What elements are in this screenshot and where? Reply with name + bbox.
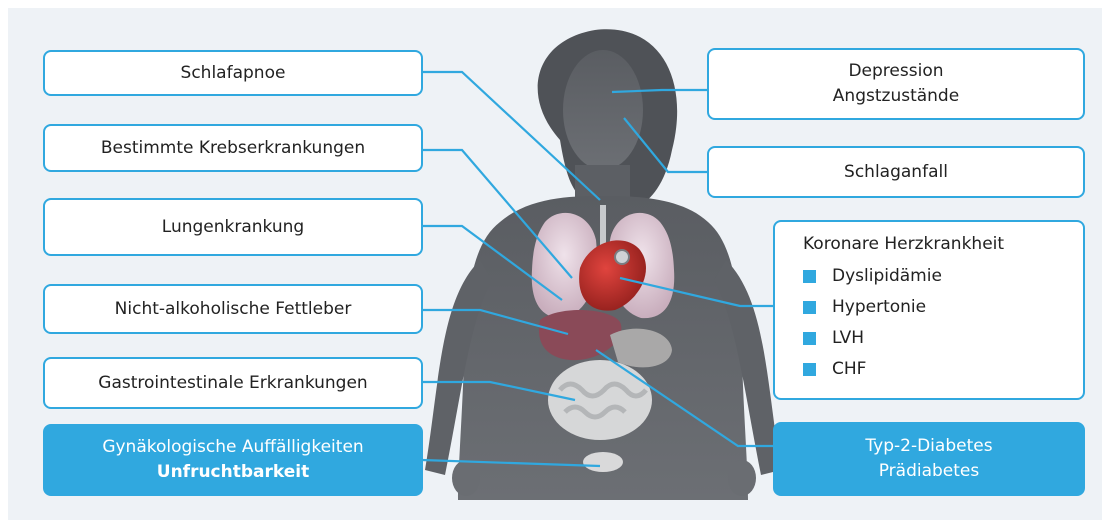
label-line2: Prädiabetes bbox=[879, 459, 980, 484]
item-text: Dyslipidämie bbox=[832, 264, 942, 289]
list-item: Dyslipidämie bbox=[803, 261, 1004, 292]
label-gynaekologisch: Gynäkologische Auffälligkeiten Unfruchtb… bbox=[43, 424, 423, 496]
list-item: CHF bbox=[803, 354, 1004, 385]
label-lungenkrankung: Lungenkrankung bbox=[43, 198, 423, 256]
label-schlaganfall: Schlaganfall bbox=[707, 146, 1085, 198]
label-diabetes: Typ-2-Diabetes Prädiabetes bbox=[773, 422, 1085, 496]
label-line2: Angstzustände bbox=[833, 84, 959, 109]
bullet-square-icon bbox=[803, 301, 816, 314]
label-text: Schlaganfall bbox=[844, 160, 948, 185]
list-item: Hypertonie bbox=[803, 292, 1004, 323]
label-schlafapnoe: Schlafapnoe bbox=[43, 50, 423, 96]
label-title: Koronare Herzkrankheit bbox=[803, 232, 1004, 257]
label-line1: Depression bbox=[848, 59, 943, 84]
item-text: LVH bbox=[832, 326, 864, 351]
label-depression: Depression Angstzustände bbox=[707, 48, 1085, 120]
bullet-square-icon bbox=[803, 332, 816, 345]
label-krebserkrankungen: Bestimmte Krebserkrankungen bbox=[43, 124, 423, 172]
bullet-square-icon bbox=[803, 363, 816, 376]
label-line1: Typ-2-Diabetes bbox=[865, 434, 992, 459]
list-item: LVH bbox=[803, 323, 1004, 354]
heart-items-list: Dyslipidämie Hypertonie LVH CHF bbox=[803, 261, 1004, 385]
label-text: Schlafapnoe bbox=[181, 61, 286, 86]
bullet-square-icon bbox=[803, 270, 816, 283]
label-text: Gastrointestinale Erkrankungen bbox=[98, 371, 367, 396]
item-text: Hypertonie bbox=[832, 295, 926, 320]
label-text: Nicht-alkoholische Fettleber bbox=[115, 297, 352, 322]
label-fettleber: Nicht-alkoholische Fettleber bbox=[43, 284, 423, 334]
label-text: Bestimmte Krebserkrankungen bbox=[101, 136, 365, 161]
label-koronare-herzkrankheit: Koronare Herzkrankheit Dyslipidämie Hype… bbox=[773, 220, 1085, 400]
label-text: Lungenkrankung bbox=[162, 215, 304, 240]
label-line2: Unfruchtbarkeit bbox=[157, 460, 309, 485]
label-gastrointestinal: Gastrointestinale Erkrankungen bbox=[43, 357, 423, 409]
item-text: CHF bbox=[832, 357, 866, 382]
label-line1: Gynäkologische Auffälligkeiten bbox=[102, 435, 363, 460]
